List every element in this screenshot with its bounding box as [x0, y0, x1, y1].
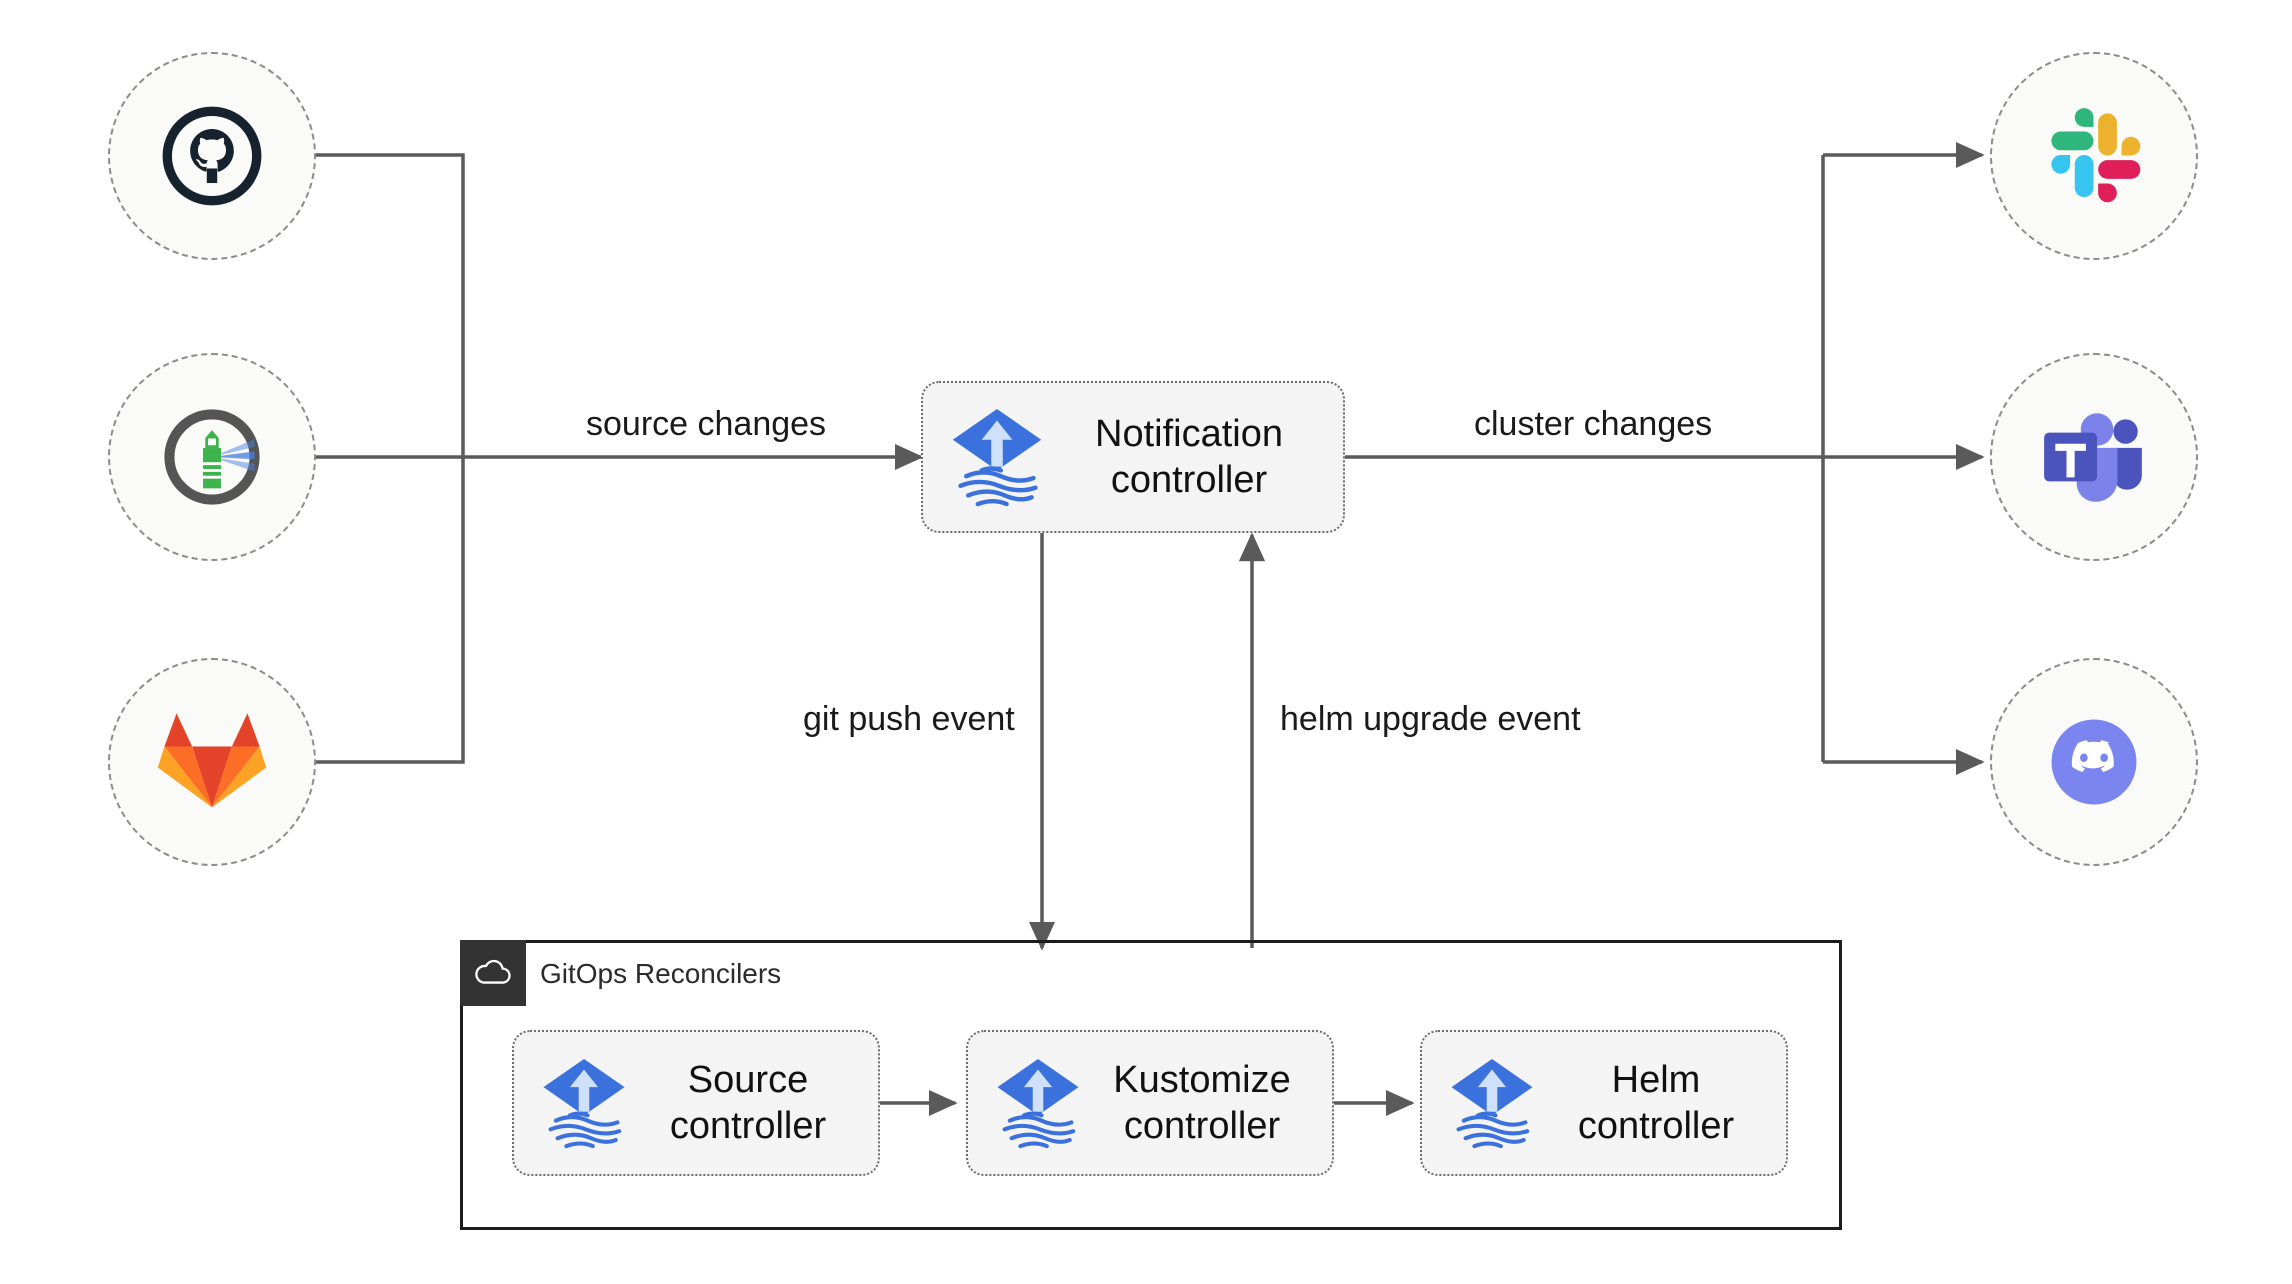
gitlab-icon — [157, 713, 267, 808]
source-controller-box[interactable]: Source controller — [512, 1030, 880, 1176]
notification-line-1: Notification — [1095, 412, 1283, 455]
source-controller-line-1: Source — [687, 1058, 809, 1101]
gitops-group-icon-tile — [460, 940, 526, 1006]
slack-icon — [2051, 108, 2141, 203]
target-node-discord[interactable] — [1990, 658, 2198, 866]
helm-controller-label: Helm controller — [1536, 1057, 1786, 1150]
flux-icon — [543, 1059, 625, 1149]
notification-controller-box[interactable]: Notification controller — [921, 381, 1345, 533]
helm-controller-line-2: controller — [1577, 1105, 1735, 1147]
kustomize-controller-line-1: Kustomize — [1113, 1058, 1291, 1101]
helm-controller-line-1: Helm — [1611, 1058, 1701, 1101]
discord-icon — [2051, 719, 2137, 805]
helm-controller-box[interactable]: Helm controller — [1420, 1030, 1788, 1176]
wire-gitlab-to-bus — [308, 457, 465, 764]
kustomize-controller-label: Kustomize controller — [1082, 1057, 1332, 1150]
source-node-gitlab[interactable] — [108, 658, 316, 866]
target-node-slack[interactable] — [1990, 52, 2198, 260]
target-node-teams[interactable] — [1990, 353, 2198, 561]
edge-label-cluster-changes: cluster changes — [1466, 405, 1721, 444]
notification-line-2: controller — [1110, 459, 1268, 501]
gitops-group-title: GitOps Reconcilers — [540, 958, 782, 989]
helm-icon — [164, 409, 260, 505]
kustomize-controller-box[interactable]: Kustomize controller — [966, 1030, 1334, 1176]
flux-icon — [997, 1059, 1079, 1149]
wire-github-to-bus — [308, 153, 465, 457]
github-icon — [162, 106, 262, 206]
edge-label-git-push-event: git push event — [795, 700, 1023, 739]
source-controller-label: Source controller — [628, 1057, 878, 1150]
flux-icon — [952, 409, 1042, 507]
notification-controller-label: Notification controller — [1045, 411, 1343, 504]
microsoft-teams-icon — [2044, 413, 2142, 502]
edge-label-source-changes: source changes — [578, 405, 835, 444]
source-node-github[interactable] — [108, 52, 316, 260]
source-node-helm[interactable] — [108, 353, 316, 561]
source-controller-line-2: controller — [669, 1105, 827, 1147]
cloud-icon — [475, 959, 511, 984]
gitops-reconcilers-group — [460, 940, 1842, 1230]
kustomize-controller-line-2: controller — [1123, 1105, 1281, 1147]
edge-label-helm-upgrade-event: helm upgrade event — [1272, 700, 1589, 739]
flux-icon — [1451, 1059, 1533, 1149]
